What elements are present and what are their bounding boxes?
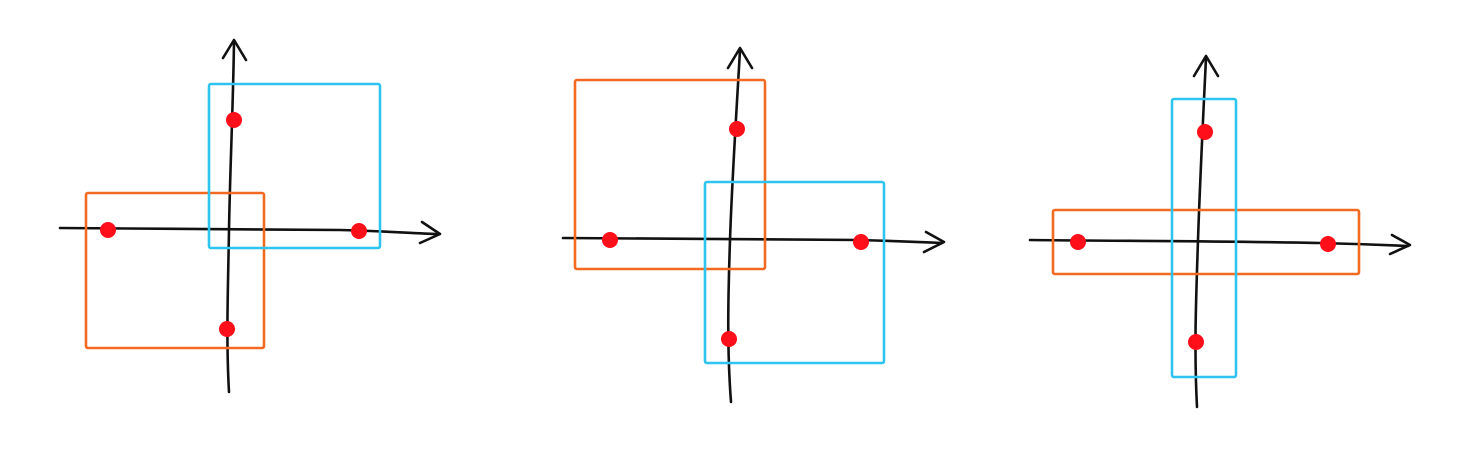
y-axis-arrowhead xyxy=(726,46,754,70)
point-right xyxy=(1320,236,1336,252)
blue-box xyxy=(703,180,886,365)
point-bottom xyxy=(1188,334,1204,350)
y-axis-arrowhead xyxy=(221,38,248,62)
point-top xyxy=(1197,124,1213,140)
point-top xyxy=(226,112,242,128)
y-axis xyxy=(726,48,742,404)
x-axis-arrowhead xyxy=(418,220,442,245)
x-axis xyxy=(561,236,944,245)
x-axis xyxy=(58,226,438,236)
y-axis-arrowhead xyxy=(1192,54,1220,78)
y-axis xyxy=(1194,56,1208,409)
x-axis xyxy=(1028,238,1410,248)
point-bottom xyxy=(721,331,737,347)
x-axis-arrowhead xyxy=(922,230,946,254)
panel-middle xyxy=(561,46,946,404)
point-left xyxy=(100,222,116,238)
y-axis xyxy=(226,40,236,394)
point-right xyxy=(853,234,869,250)
orange-box xyxy=(84,191,266,350)
x-axis-arrowhead xyxy=(1388,233,1412,256)
point-right xyxy=(351,223,367,239)
panel-right xyxy=(1028,54,1412,409)
orange-box xyxy=(573,78,767,271)
point-left xyxy=(602,232,618,248)
point-top xyxy=(729,121,745,137)
blue-box xyxy=(1170,97,1238,379)
panel-left xyxy=(58,38,442,394)
point-bottom xyxy=(219,321,235,337)
point-left xyxy=(1070,234,1086,250)
orange-box xyxy=(1051,208,1361,276)
blue-box xyxy=(207,82,382,250)
